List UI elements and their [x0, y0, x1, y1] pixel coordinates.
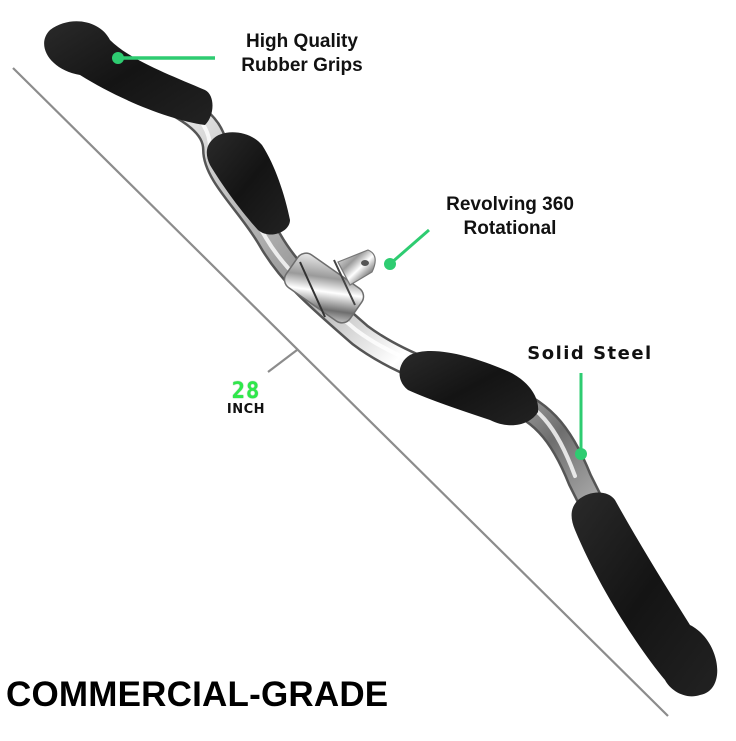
callout-rotational-label: Revolving 360 Rotational — [420, 193, 600, 241]
rubber-grip-bottom — [571, 492, 718, 697]
dimension-value: 28 — [231, 379, 261, 404]
swivel-collar — [283, 249, 376, 324]
rubber-grip-top — [44, 21, 213, 125]
callout-rotational-pointer — [384, 228, 430, 270]
dimension-line — [12, 67, 669, 717]
callout-rotational-line1: Revolving 360 — [446, 194, 574, 215]
callout-steel-pointer — [575, 373, 587, 460]
swivel-eyelet — [337, 249, 376, 286]
dimension-unit: INCH — [226, 402, 266, 417]
headline: COMMERCIAL-GRADE — [6, 675, 389, 714]
callout-grips-pointer — [112, 52, 215, 64]
callout-rotational-line2: Rotational — [463, 217, 557, 239]
callout-grips-line1: High Quality — [246, 31, 358, 52]
callout-steel-label: Solid Steel — [527, 343, 653, 364]
rubber-grip-middle-right — [399, 350, 539, 426]
callout-grips-line2: Rubber Grips — [241, 54, 363, 76]
rubber-grip-middle-left — [206, 132, 290, 235]
callout-grips-label: High Quality Rubber Grips — [222, 30, 382, 78]
